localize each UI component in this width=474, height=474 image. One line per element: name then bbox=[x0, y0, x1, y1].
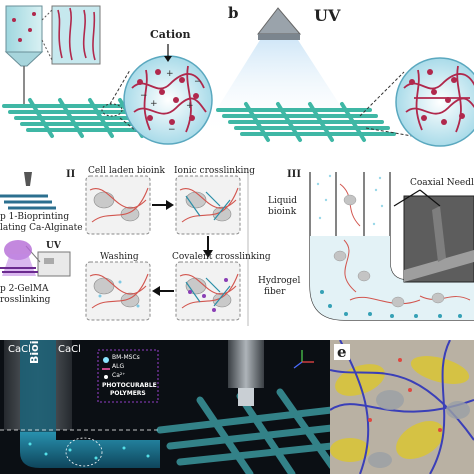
needle-label-cacl-left: CaCl bbox=[8, 344, 31, 355]
svg-text:−: − bbox=[194, 77, 202, 87]
coaxial-needles-label: Coaxial Needles bbox=[410, 178, 474, 188]
panel-e-illustration bbox=[330, 340, 474, 474]
svg-text:+: + bbox=[166, 69, 174, 79]
section-III-label: III bbox=[287, 166, 302, 180]
panel-e-letter: e bbox=[334, 344, 350, 360]
needle-label-bioink: Bioink bbox=[28, 325, 41, 364]
step2-line1: p 2-GelMA bbox=[0, 284, 49, 294]
box-label-ionic-crosslinking: Ionic crosslinking bbox=[174, 166, 255, 176]
box-label-washing: Washing bbox=[100, 252, 139, 262]
svg-text:+: + bbox=[186, 101, 194, 111]
panel-d-illustration bbox=[0, 340, 332, 474]
legend-title-line1: PHOTOCURABLE bbox=[102, 382, 157, 389]
hydrogel-line2: fiber bbox=[264, 287, 286, 297]
svg-text:−: − bbox=[140, 91, 148, 101]
legend-ca: Ca²⁺ bbox=[112, 372, 126, 379]
step1-line1: p 1-Bioprinting bbox=[0, 212, 70, 222]
needle-label-cacl-right: CaCl bbox=[58, 344, 81, 355]
panel-b-letter: b bbox=[228, 4, 239, 22]
liquid-bioink-line1: Liquid bbox=[268, 196, 298, 206]
panel-d: CaCl Bioink CaCl BM-MSCs ALG Ca²⁺ PHOTOC… bbox=[0, 325, 332, 474]
cation-label: Cation bbox=[150, 28, 191, 41]
step1-line2: lating Ca-Alginate bbox=[0, 223, 83, 233]
svg-text:+: + bbox=[150, 99, 158, 109]
uv-label-c: UV bbox=[46, 241, 61, 251]
liquid-bioink-line2: bioink bbox=[268, 207, 297, 217]
box-label-covalent-crosslinking: Covalent crosslinking bbox=[172, 252, 271, 262]
box-label-cell-laden-bioink: Cell laden bioink bbox=[88, 166, 166, 176]
legend-bm-mscs: BM-MSCs bbox=[112, 354, 140, 361]
uv-label-top: UV bbox=[314, 6, 341, 25]
panel-e: e bbox=[330, 340, 474, 474]
step2-line2: rosslinking bbox=[0, 295, 51, 305]
hydrogel-line1: Hydrogel bbox=[258, 276, 301, 286]
section-II-label: II bbox=[66, 166, 76, 180]
legend-alg: ALG bbox=[112, 363, 125, 370]
legend-title-line2: POLYMERS bbox=[110, 390, 146, 397]
svg-text:−: − bbox=[168, 125, 176, 135]
